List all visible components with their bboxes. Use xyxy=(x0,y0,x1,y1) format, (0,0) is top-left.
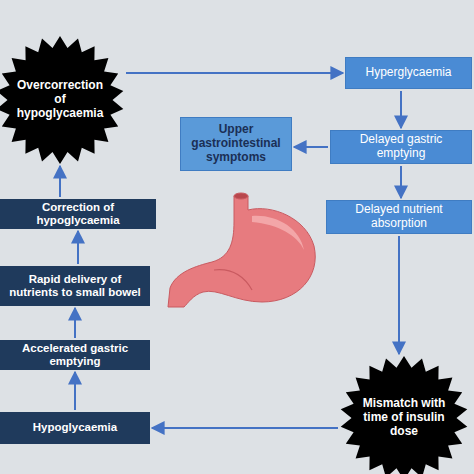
node-text: Hypoglycaemia xyxy=(33,421,117,434)
node-text: Hyperglycaemia xyxy=(365,66,451,80)
node-text: Rapid delivery of nutrients to small bow… xyxy=(4,273,146,299)
stomach-body xyxy=(168,196,315,307)
node-text: Delayed gastric emptying xyxy=(334,133,468,161)
flow-arrow xyxy=(152,427,338,429)
process-box: Accelerated gastric emptying xyxy=(0,340,150,370)
flow-arrow xyxy=(74,372,76,410)
symptom-box: Upper gastrointestinal symptoms xyxy=(180,117,292,171)
node-text: Mismatch with time of insulin dose xyxy=(359,397,449,438)
flow-arrow xyxy=(294,146,328,148)
flow-arrow xyxy=(74,308,76,338)
flow-arrow xyxy=(59,166,61,197)
process-box: Hypoglycaemia xyxy=(0,412,150,444)
flow-arrow xyxy=(126,72,343,74)
flow-arrow xyxy=(400,91,402,128)
starburst-outline xyxy=(0,36,123,164)
process-box: Delayed nutrient absorption xyxy=(326,200,472,234)
starburst-node: Overcorrection of hypoglycaemia xyxy=(0,36,124,164)
stomach-fold xyxy=(214,270,252,290)
flow-arrow xyxy=(400,166,402,198)
flow-arrow xyxy=(398,236,400,354)
flow-arrow xyxy=(77,231,79,264)
node-text: Upper gastrointestinal symptoms xyxy=(185,123,287,164)
stomach-highlight xyxy=(252,216,304,250)
node-text: Correction of hypoglycaemia xyxy=(4,201,152,227)
oesophagus-opening xyxy=(234,193,248,199)
starburst-node: Mismatch with time of insulin dose xyxy=(340,356,468,474)
node-text: Overcorrection of hypoglycaemia xyxy=(12,79,108,120)
process-box: Correction of hypoglycaemia xyxy=(0,199,156,229)
starburst-outline xyxy=(341,356,468,474)
node-text: Delayed nutrient absorption xyxy=(330,203,468,231)
process-box: Hyperglycaemia xyxy=(345,57,472,89)
process-box: Delayed gastric emptying xyxy=(330,130,472,164)
node-text: Accelerated gastric emptying xyxy=(4,342,146,368)
process-box: Rapid delivery of nutrients to small bow… xyxy=(0,266,150,306)
